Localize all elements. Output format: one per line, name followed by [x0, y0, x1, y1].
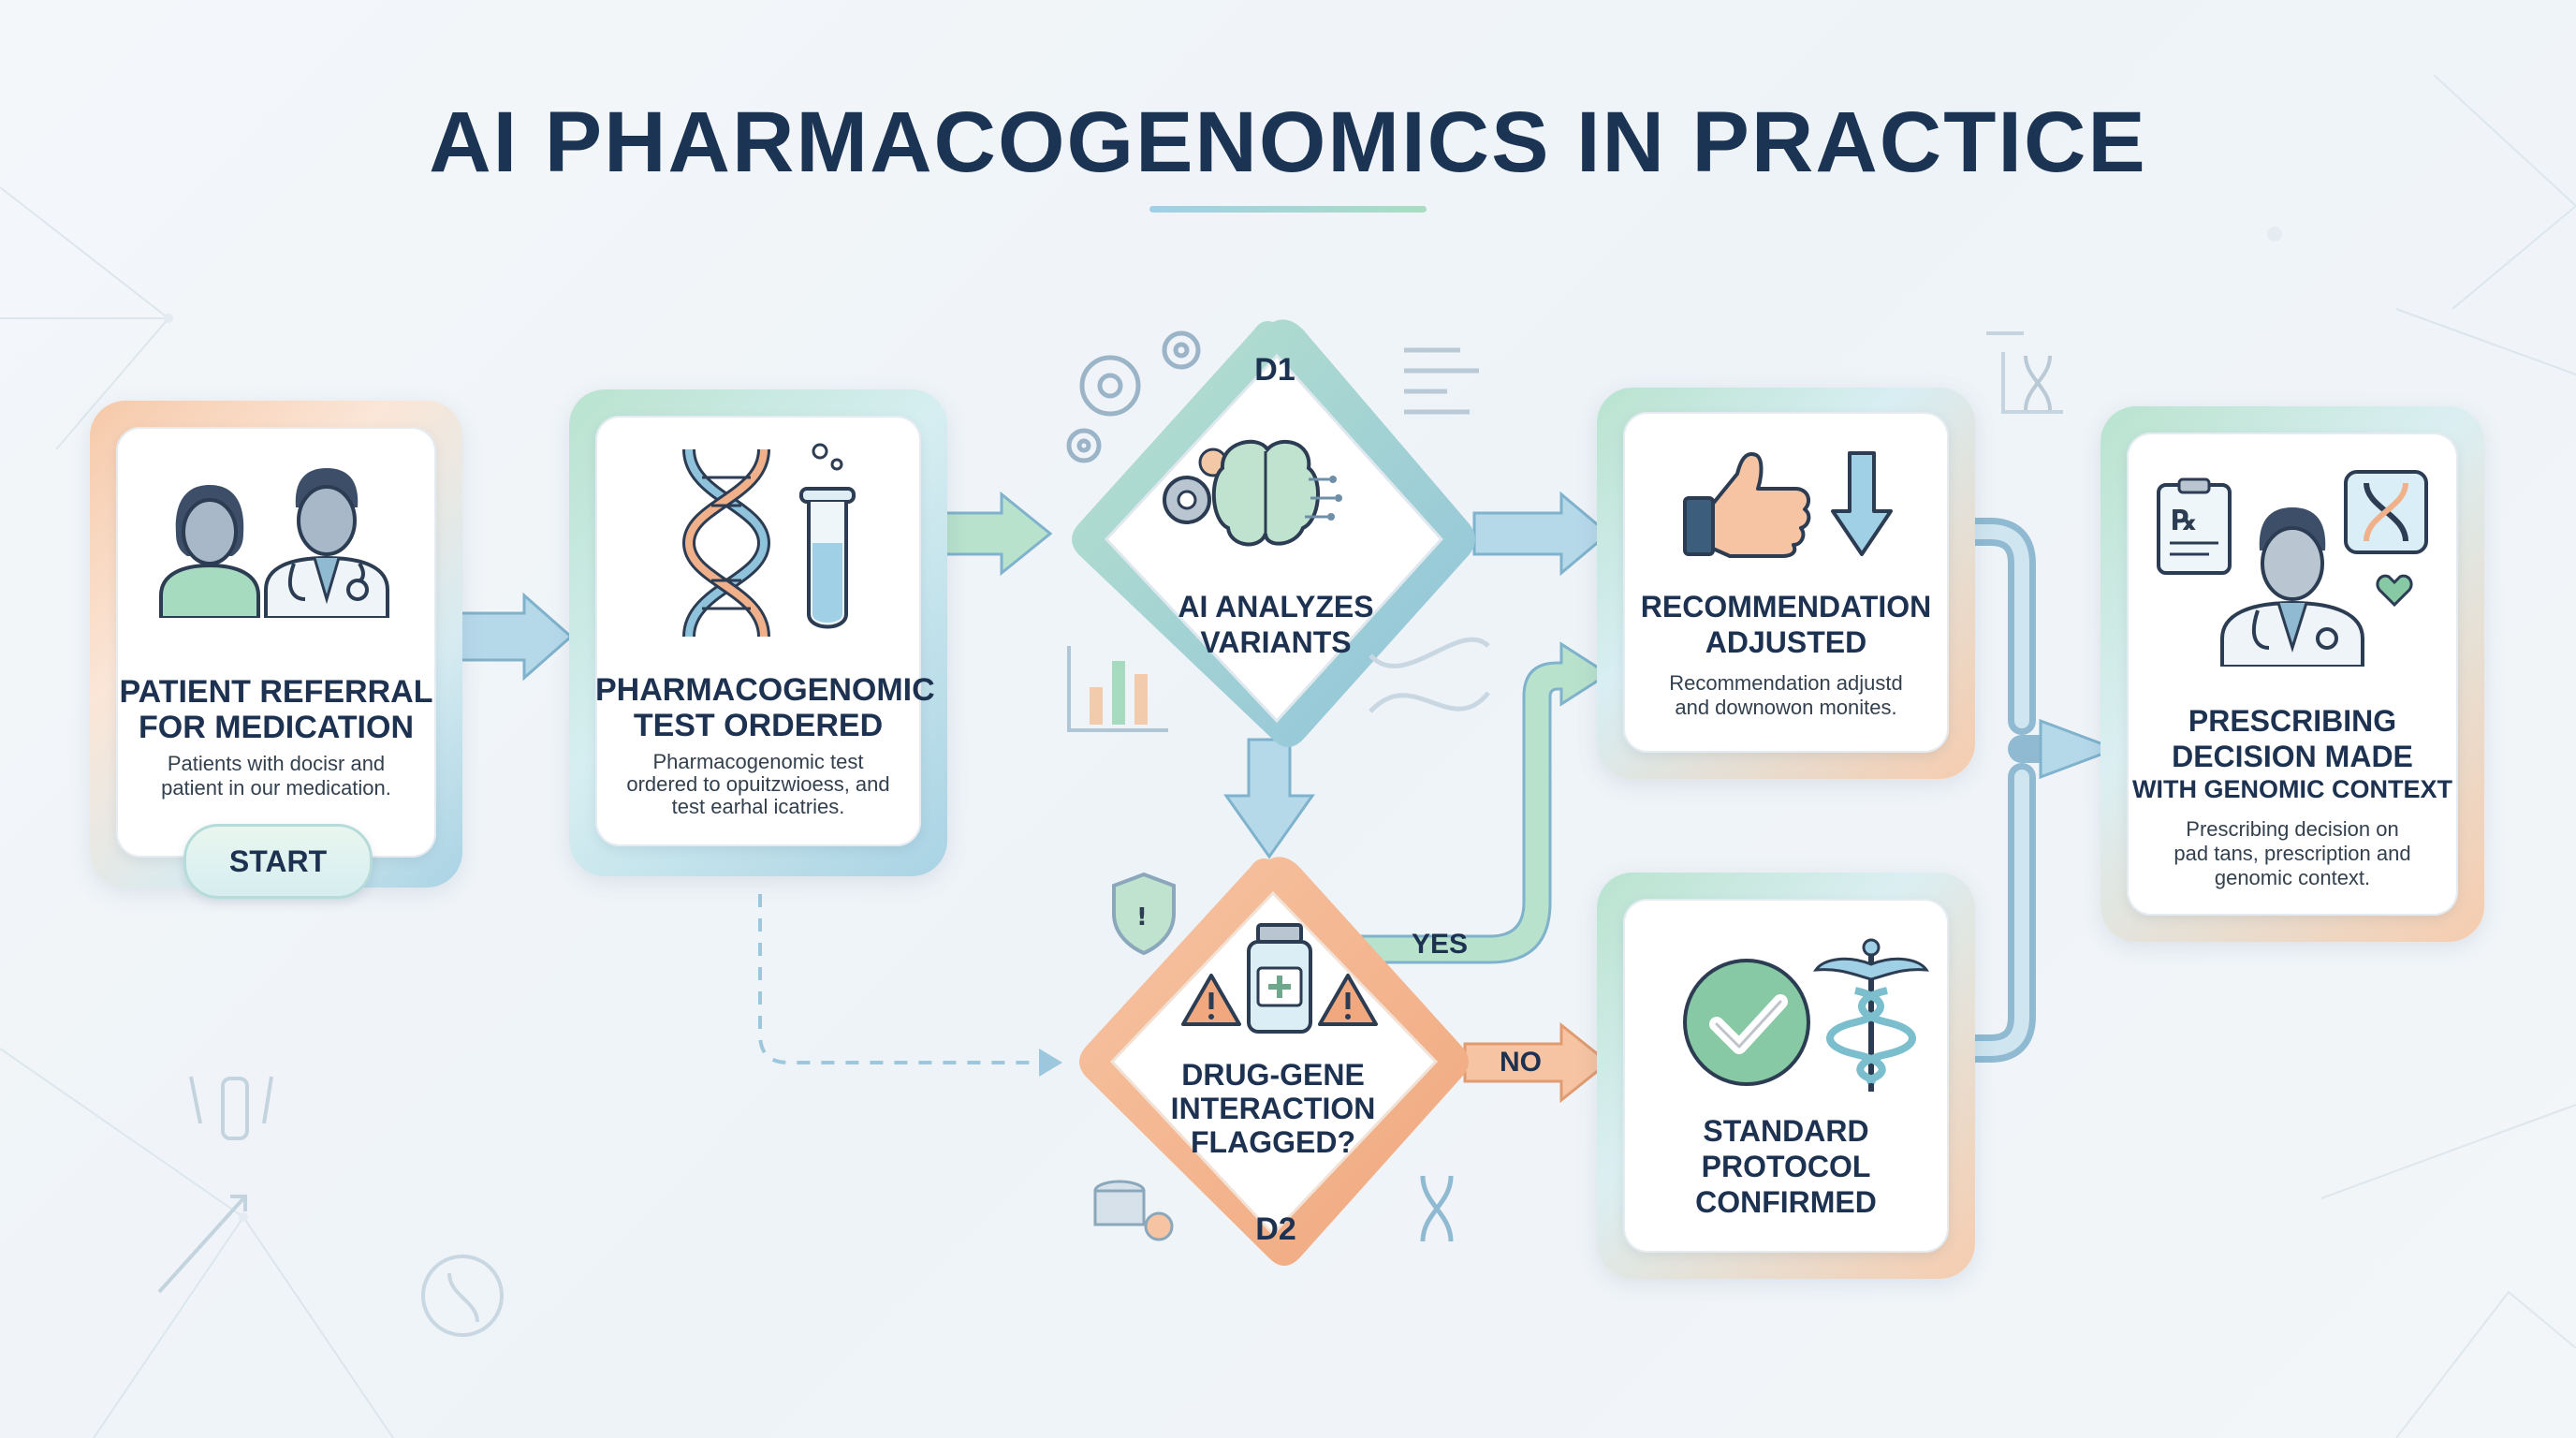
d2-label-1: DRUG-GENE [1181, 1058, 1365, 1092]
step-decision-title-2: DECISION MADE [2172, 740, 2413, 773]
caduceus-icon [1813, 938, 1929, 1092]
chart-icon [1986, 331, 2063, 414]
step-adjusted-desc-2: and downowon monites. [1675, 696, 1897, 719]
step-referral-card: PATIENT REFERRAL FOR MEDICATION Patients… [116, 427, 436, 858]
step-referral-desc-1: Patients with docisr and [167, 752, 386, 775]
step-adjusted-card: RECOMMENDATION ADJUSTED Recommendation a… [1623, 412, 1949, 753]
step-referral-desc-2: patient in our medication. [161, 776, 391, 800]
dashed-arrowhead [1039, 1049, 1062, 1077]
medicine-bottle-icon [1181, 923, 1378, 1034]
step-test-title-2: TEST ORDERED [633, 708, 884, 743]
dna-small-icon [1420, 1175, 1454, 1242]
dna-helix-icon [681, 448, 771, 638]
d2-tag: D2 [1255, 1211, 1296, 1247]
d2-label-2: INTERACTION [1170, 1092, 1376, 1125]
dna-card-icon [2344, 470, 2428, 554]
down-arrow-icon [1831, 451, 1893, 556]
step-test-desc-1: Pharmacogenomic test [652, 750, 864, 773]
doctor-icon [2220, 507, 2364, 667]
step-test-card: PHARMACOGENOMIC TEST ORDERED Pharmacogen… [595, 416, 935, 846]
checkmark-icon [1683, 959, 1810, 1086]
brain-icon [1163, 439, 1342, 547]
arrow-yes [1346, 641, 1611, 964]
step-standard-card: STANDARD PROTOCOL CONFIRMED [1623, 899, 1949, 1253]
d2-label-3: FLAGGED? [1191, 1125, 1355, 1159]
arrow-icon [157, 1195, 247, 1294]
step-decision-title-3: WITH GENOMIC CONTEXT [2132, 775, 2452, 803]
step-decision-card: ℞ PRESCRIBING DECISION MADE WITH GENOMIC… [2127, 433, 2458, 916]
test-tube-icon [799, 443, 856, 629]
yes-label: YES [1412, 929, 1469, 960]
thumbs-up-icon [1683, 452, 1811, 558]
d1-tag: D1 [1254, 352, 1295, 388]
step-decision-desc-3: genomic context. [2214, 866, 2371, 889]
step-adjusted-title-1: RECOMMENDATION [1640, 590, 1932, 624]
step-decision-desc-2: pad tans, prescription and [2174, 842, 2411, 865]
step-adjusted-title-2: ADJUSTED [1705, 625, 1867, 659]
circuit-icon [1305, 477, 1335, 519]
step-adjusted-desc-1: Recommendation adjustd [1669, 671, 1903, 695]
warning-icon [1181, 974, 1378, 1026]
no-label: NO [1500, 1047, 1542, 1078]
arrow-merge-inner [1960, 524, 2029, 1056]
step-standard-title-3: CONFIRMED [1695, 1185, 1877, 1219]
dna-tiny-icon [2024, 355, 2052, 411]
shield-icon: ! [1112, 872, 1176, 956]
step-referral-title-1: PATIENT REFERRAL [119, 674, 433, 710]
page-title: AI PHARMACOGENOMICS IN PRACTICE [429, 95, 2147, 190]
step-standard-title-2: PROTOCOL [1701, 1150, 1871, 1183]
heart-icon [2376, 574, 2413, 607]
step-test-desc-3: test earhal icatries. [671, 795, 845, 818]
svg-text:!: ! [1136, 903, 1148, 932]
dna-helix-icon [1368, 637, 1490, 713]
prescription-icon: ℞ [2157, 477, 2232, 575]
step-decision-desc-1: Prescribing decision on [2186, 817, 2399, 841]
gear-icon [1163, 448, 1228, 524]
step-test-title-1: PHARMACOGENOMIC [595, 672, 935, 708]
lab-icon [421, 1255, 504, 1337]
step-decision-title-1: PRESCRIBING [2188, 704, 2397, 738]
arrow-no [1463, 1021, 1611, 1104]
arrow-d1-to-d2 [1223, 738, 1315, 859]
step-standard-title-1: STANDARD [1703, 1114, 1869, 1148]
pill-bottle-icon [1093, 1180, 1174, 1241]
step-test-desc-2: ordered to opuitzwioess, and [626, 772, 890, 796]
step-referral-title-2: FOR MEDICATION [138, 710, 414, 745]
svg-text:℞: ℞ [2172, 505, 2197, 537]
data-lines-icon [1404, 347, 1479, 415]
d1-label-2: VARIANTS [1200, 625, 1352, 659]
bar-chart-icon [1067, 646, 1168, 732]
gear-icon [1066, 330, 1201, 463]
flask-icon [189, 1076, 273, 1140]
start-button[interactable]: START [183, 824, 373, 899]
title-underline [1149, 206, 1427, 213]
patient-icon [159, 485, 260, 618]
d1-label-1: AI ANALYZES [1178, 590, 1374, 624]
doctor-icon [264, 468, 389, 618]
arrow-merge-head [2039, 718, 2120, 780]
arrow-d1-to-adjusted [1472, 491, 1611, 577]
